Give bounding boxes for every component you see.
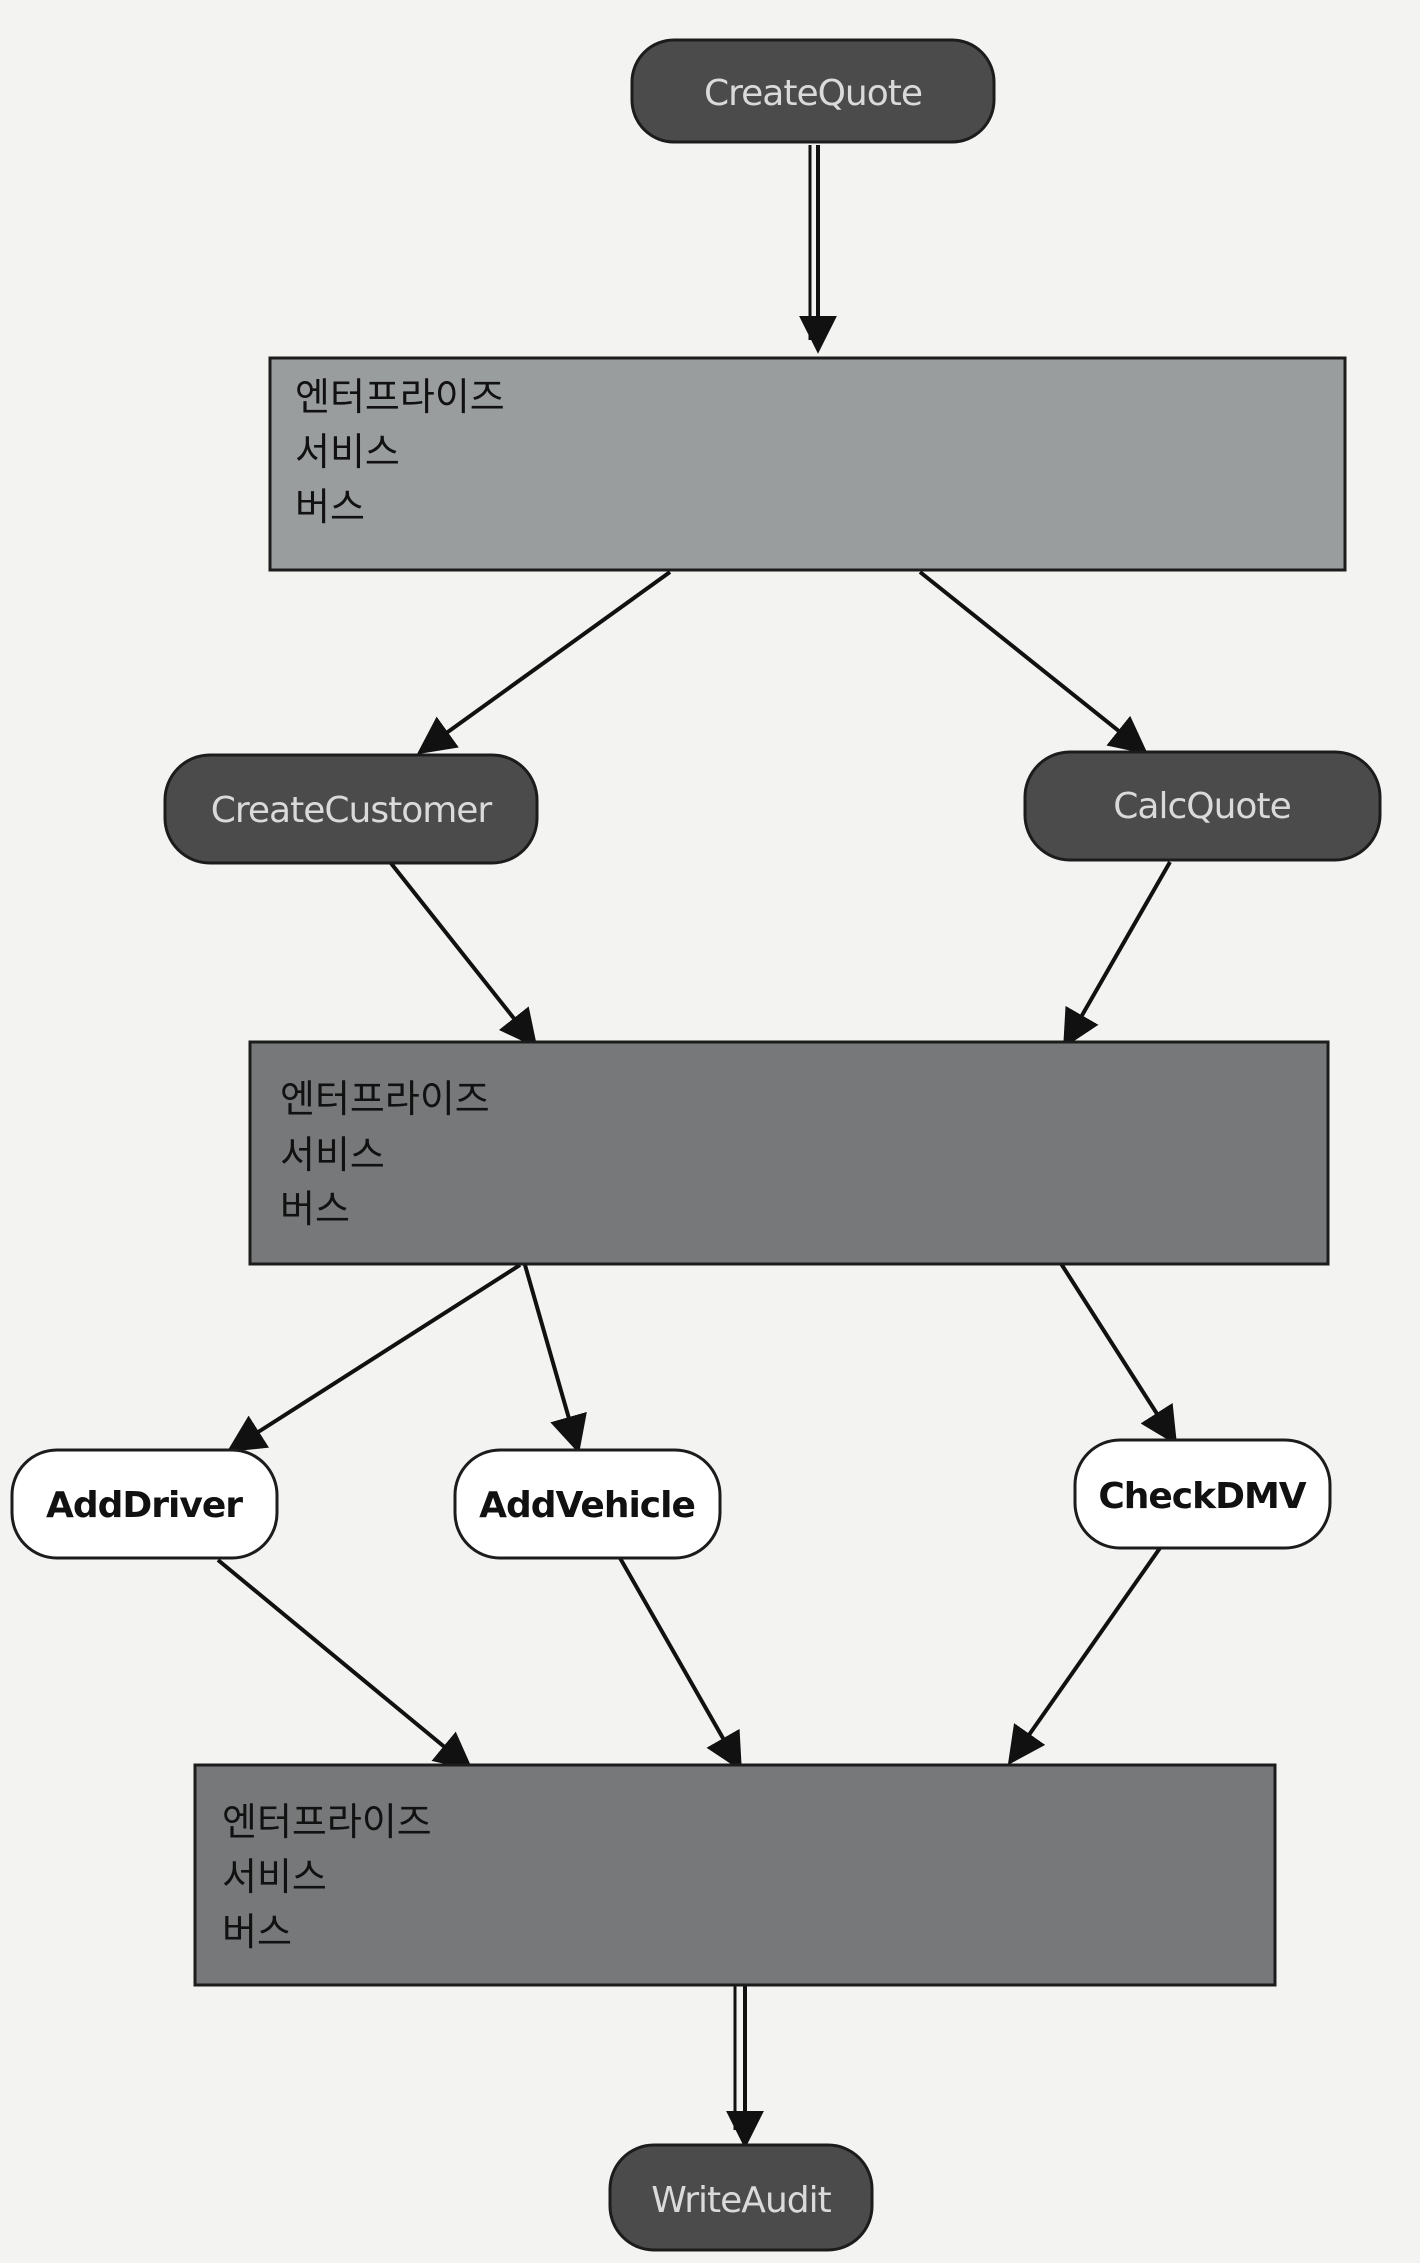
edge-bus2-adddriver [226,1263,522,1453]
edge-bus1-calcquote [918,570,1148,755]
node-adddriver: AddDriver [10,1448,279,1560]
enterprise-service-bus-1: 엔터프라이즈 서비스 버스 [268,356,1347,572]
checkdmv-label: CheckDMV [1098,1476,1306,1517]
bus2-line-3: 버스 [280,1187,350,1231]
edge-checkdmv-bus3 [1007,1546,1162,1766]
edges [216,145,1178,2149]
edge-bus1-createcustomer [416,570,672,755]
bus2-line-2: 서비스 [280,1133,385,1177]
node-checkdmv: CheckDMV [1073,1438,1332,1550]
bus3-line-3: 버스 [222,1910,292,1954]
edge-bus2-checkdmv [1058,1260,1178,1446]
calcquote-label: CalcQuote [1113,786,1290,827]
bus3-line-2: 서비스 [222,1855,327,1899]
edge-createcustomer-bus2 [388,860,538,1048]
enterprise-service-bus-3: 엔터프라이즈 서비스 버스 [193,1763,1277,1987]
createcustomer-label: CreateCustomer [211,790,493,831]
addvehicle-label: AddVehicle [479,1485,695,1526]
node-createcustomer: CreateCustomer [163,753,539,865]
adddriver-label: AddDriver [46,1485,243,1526]
bus2-line-1: 엔터프라이즈 [280,1077,490,1121]
writeaudit-label: WriteAudit [651,2180,831,2221]
node-writeaudit: WriteAudit [608,2143,874,2252]
edge-calcquote-bus2 [1063,861,1172,1049]
edge-addvehicle-bus3 [618,1557,742,1772]
enterprise-service-bus-2: 엔터프라이즈 서비스 버스 [248,1040,1330,1266]
bus1-line-3: 버스 [295,485,365,529]
bus1-line-2: 서비스 [295,430,400,474]
edge-adddriver-bus3 [216,1558,473,1771]
bus1-line-1: 엔터프라이즈 [295,375,505,419]
node-createquote: CreateQuote [630,38,996,144]
bus3-line-1: 엔터프라이즈 [222,1800,432,1844]
node-addvehicle: AddVehicle [453,1448,722,1560]
node-calcquote: CalcQuote [1023,750,1382,862]
createquote-label: CreateQuote [704,73,922,114]
edge-bus2-addvehicle [523,1264,587,1454]
